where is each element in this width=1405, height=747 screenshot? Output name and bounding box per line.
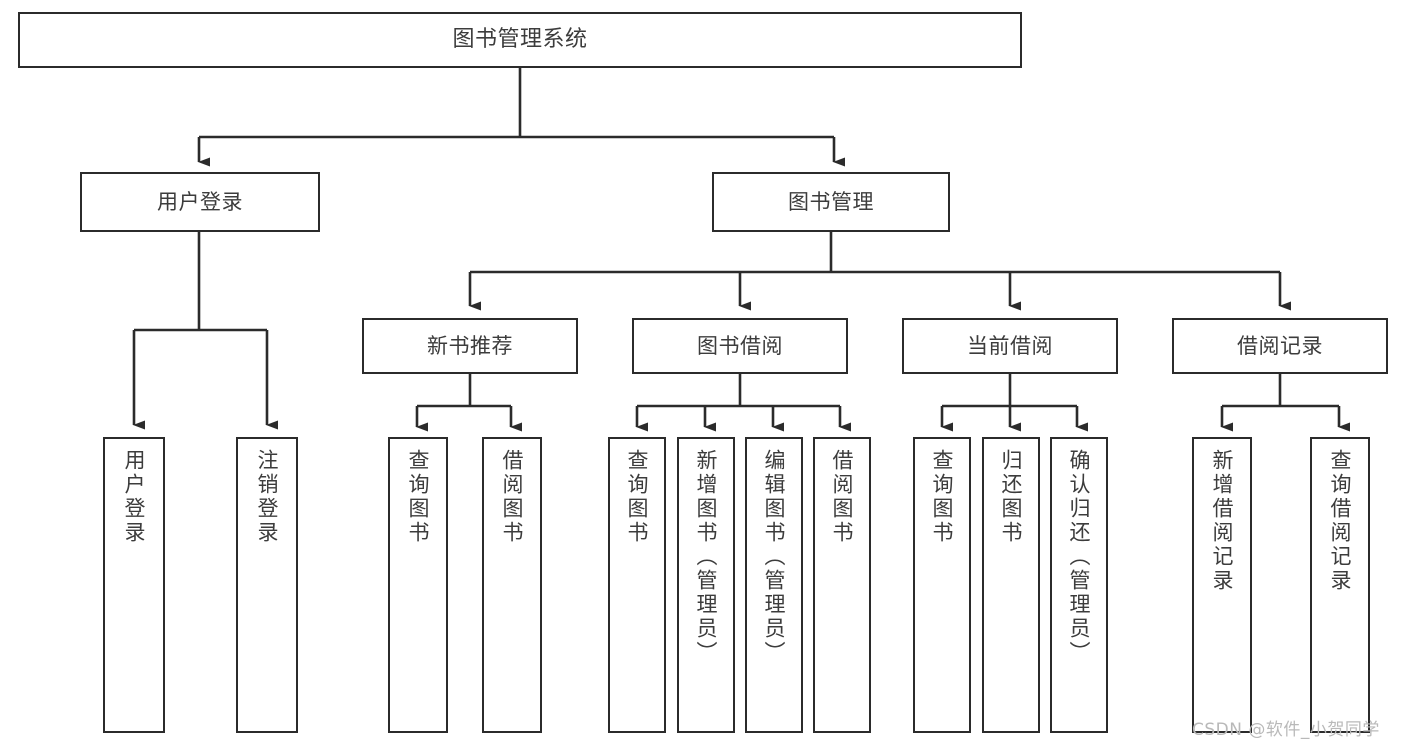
leaf-borrow-edit-book-admin[interactable]: 编辑图书（管理员） <box>745 437 803 733</box>
node-book-borrow[interactable]: 图书借阅 <box>632 318 848 374</box>
node-new-book-recommend[interactable]: 新书推荐 <box>362 318 578 374</box>
leaf-borrow-borrow-book[interactable]: 借阅图书 <box>813 437 871 733</box>
node-user-login[interactable]: 用户登录 <box>80 172 320 232</box>
node-label: 注销登录 <box>255 449 280 545</box>
node-label: 图书管理 <box>788 189 874 214</box>
node-label: 查询图书 <box>406 449 431 545</box>
node-label: 用户登录 <box>157 189 243 214</box>
leaf-borrow-add-book-admin[interactable]: 新增图书（管理员） <box>677 437 735 733</box>
node-label: 编辑图书（管理员） <box>762 449 787 665</box>
node-label: 用户登录 <box>122 449 147 545</box>
leaf-record-add-record[interactable]: 新增借阅记录 <box>1192 437 1252 733</box>
node-root-system[interactable]: 图书管理系统 <box>18 12 1022 68</box>
node-current-borrow[interactable]: 当前借阅 <box>902 318 1118 374</box>
leaf-current-confirm-return-admin[interactable]: 确认归还（管理员） <box>1050 437 1108 733</box>
node-label: 图书借阅 <box>697 333 783 358</box>
watermark-text: CSDN @软件_小贺同学 <box>1192 720 1380 740</box>
node-borrow-record[interactable]: 借阅记录 <box>1172 318 1388 374</box>
leaf-current-query-book[interactable]: 查询图书 <box>913 437 971 733</box>
leaf-recommend-borrow-book[interactable]: 借阅图书 <box>482 437 542 733</box>
node-label: 归还图书 <box>999 449 1024 545</box>
leaf-user-login-signout[interactable]: 注销登录 <box>236 437 298 733</box>
leaf-user-login-signin[interactable]: 用户登录 <box>103 437 165 733</box>
node-label: 新增借阅记录 <box>1210 449 1235 593</box>
node-label: 查询借阅记录 <box>1328 449 1353 593</box>
node-label: 借阅图书 <box>500 449 525 545</box>
leaf-record-query-record[interactable]: 查询借阅记录 <box>1310 437 1370 733</box>
node-label: 借阅图书 <box>830 449 855 545</box>
node-label: 新增图书（管理员） <box>694 449 719 665</box>
node-label: 查询图书 <box>625 449 650 545</box>
leaf-current-return-book[interactable]: 归还图书 <box>982 437 1040 733</box>
node-label: 借阅记录 <box>1237 333 1323 358</box>
node-label: 查询图书 <box>930 449 955 545</box>
leaf-recommend-query-book[interactable]: 查询图书 <box>388 437 448 733</box>
node-label: 当前借阅 <box>967 333 1053 358</box>
node-label: 确认归还（管理员） <box>1067 449 1092 665</box>
node-label: 新书推荐 <box>427 333 513 358</box>
node-label: 图书管理系统 <box>452 27 588 53</box>
node-book-management[interactable]: 图书管理 <box>712 172 950 232</box>
leaf-borrow-query-book[interactable]: 查询图书 <box>608 437 666 733</box>
